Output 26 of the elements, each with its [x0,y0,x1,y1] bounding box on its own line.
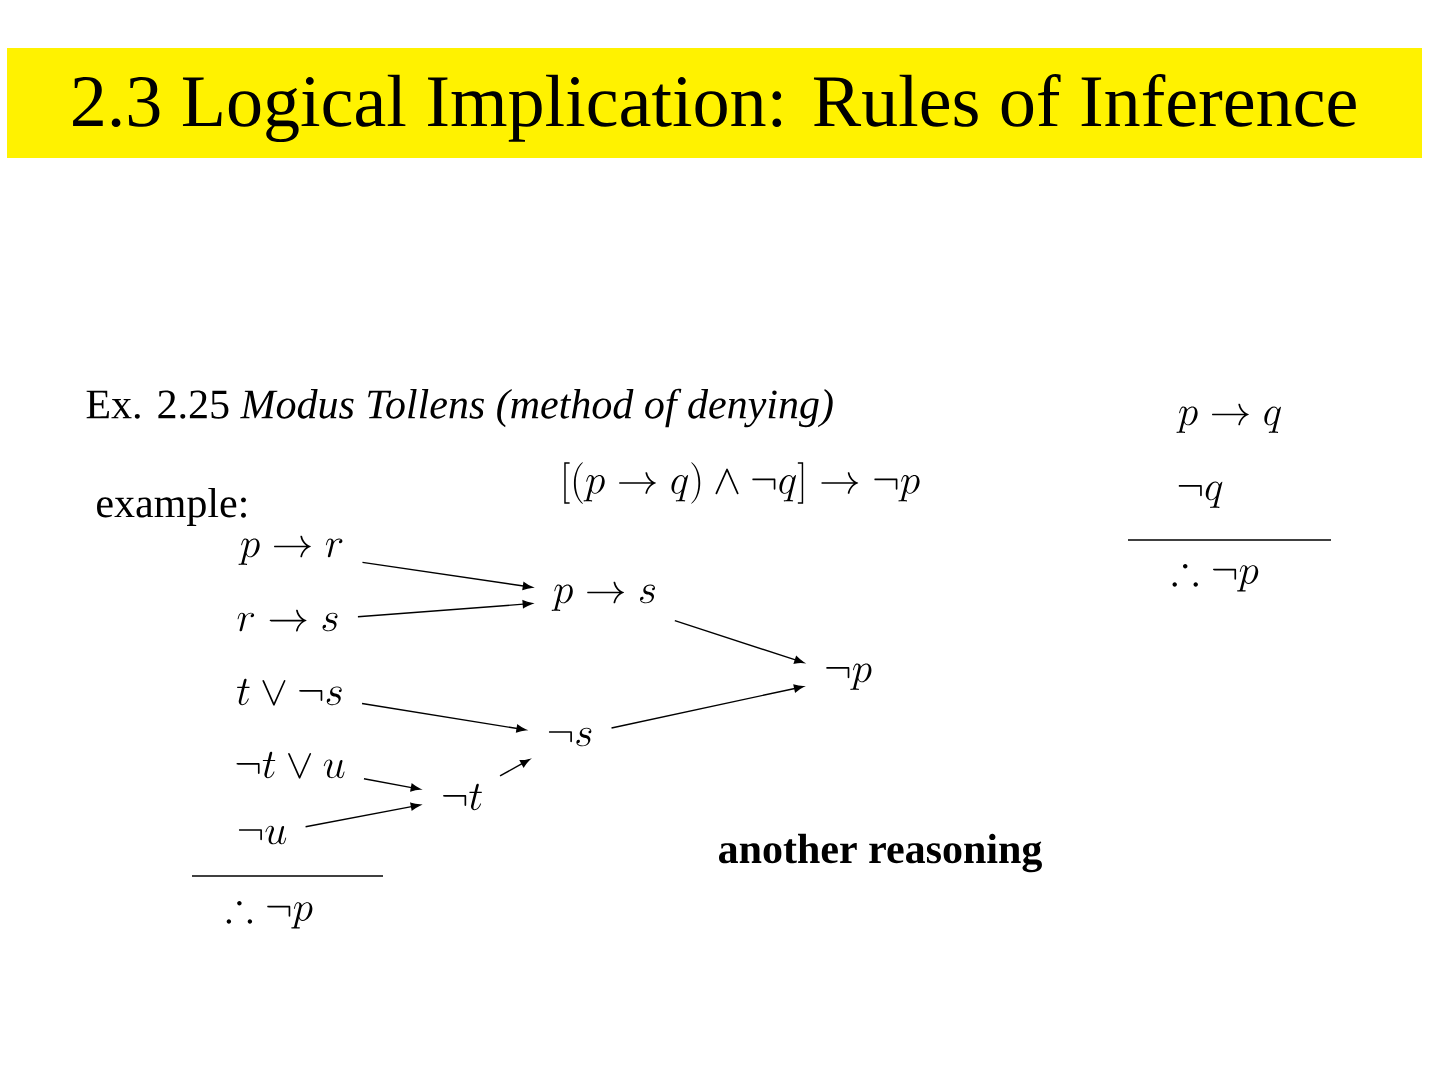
formula: $\neg q$ [1178,481,1223,508]
heading: Ex. 2.25 Modus Tollens (method of denying) [86,388,833,428]
formula: $p \rightarrow s$ [551,581,655,611]
note: another reasoning [719,833,1042,873]
title-banner: 2.3 Logical Implication: Rules of Inference [7,48,1422,158]
formula: $\neg u$ [238,825,287,845]
formula: $\therefore \neg p$ [1172,564,1259,592]
formula: $p \rightarrow r$ [238,535,343,565]
arrow [363,778,421,792]
formula: $\neg t \vee u$ [236,751,345,779]
arrow [361,702,527,733]
formula: $\neg p$ [826,663,872,690]
formula: $\therefore \neg p$ [226,901,313,929]
arrow [674,620,805,664]
formula: $p \rightarrow q$ [1176,403,1281,433]
arrow [361,561,533,590]
formula: $t \vee \neg s$ [237,678,342,706]
arrow [304,802,421,828]
formula: $r \rightarrow s$ [237,609,338,632]
arrow [499,758,531,777]
formula: $\neg s$ [548,727,592,747]
formula: $\neg t$ [443,783,482,811]
arrow [357,600,533,618]
arrow [610,684,804,729]
label: example: [97,487,246,527]
formula: $[(p \rightarrow q) \wedge \neg q] \rightarrow \neg p$ [564,462,920,504]
